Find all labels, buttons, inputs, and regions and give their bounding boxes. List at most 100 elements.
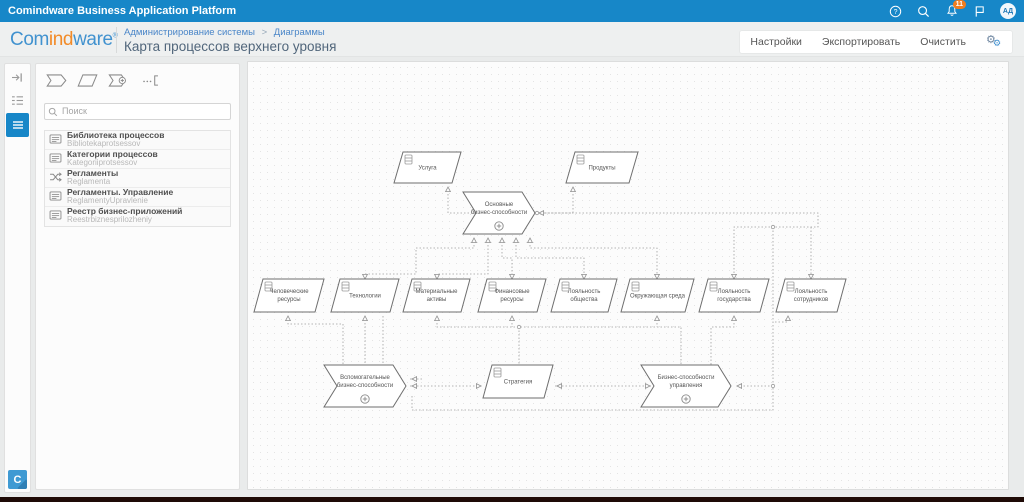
- connector-arrowhead: [526, 237, 534, 244]
- diagram-node-tekhnologii[interactable]: Технологии: [330, 278, 400, 313]
- diagram-node-strategiya[interactable]: Стратегия: [482, 364, 554, 399]
- connector-arrowhead: [444, 186, 452, 193]
- outline-list-icon[interactable]: [6, 90, 29, 110]
- connector-junction: [770, 383, 776, 389]
- table-icon: [49, 150, 62, 168]
- window-bottom-edge: [0, 497, 1024, 502]
- table-icon: [49, 207, 62, 225]
- svg-text:?: ?: [894, 8, 898, 15]
- page-header: Comindware® Администрирование системы > …: [0, 22, 1024, 57]
- notification-badge: 11: [952, 0, 966, 9]
- connector-arrowhead: [433, 315, 441, 322]
- comindware-c-logo[interactable]: C: [8, 470, 27, 489]
- search-input[interactable]: [44, 102, 231, 120]
- diagram-node-usluga[interactable]: Услуга: [393, 151, 462, 184]
- connector-arrowhead: [361, 315, 369, 322]
- breadcrumb: Администрирование системы > Диаграммы: [124, 27, 325, 38]
- parallelogram-shape-icon[interactable]: [77, 74, 98, 87]
- connector: [436, 316, 682, 365]
- node-label: Окружающая среда: [630, 294, 686, 300]
- menu-icon[interactable]: [6, 113, 29, 137]
- connector-arrowhead: [508, 273, 516, 280]
- connector-arrowhead: [498, 237, 506, 244]
- record-type-icon: [561, 281, 570, 292]
- list-item-title: Реестр бизнес-приложений: [67, 207, 183, 217]
- breadcrumb-link-admin[interactable]: Администрирование системы: [124, 27, 255, 38]
- breadcrumb-separator: >: [261, 27, 268, 38]
- help-icon[interactable]: ?: [888, 4, 903, 19]
- connector-arrowhead: [784, 315, 792, 322]
- connector-arrowhead: [644, 382, 651, 390]
- chevron-shape-icon[interactable]: [46, 74, 67, 87]
- diagram-node-okruzhayushchaya-sreda[interactable]: Окружающая среда: [620, 278, 695, 313]
- export-button[interactable]: Экспортировать: [821, 36, 901, 48]
- user-avatar[interactable]: АД: [1000, 3, 1016, 19]
- record-type-icon: [413, 281, 422, 292]
- settings-button[interactable]: Настройки: [750, 36, 802, 48]
- connector: [436, 238, 489, 279]
- connector: [287, 316, 344, 365]
- text-bracket-icon[interactable]: [142, 74, 160, 87]
- list-item-subtitle: ReglamentyUpravlenie: [67, 195, 148, 205]
- page-title: Карта процессов верхнего уровня: [124, 39, 337, 54]
- chevron-plus-shape-icon[interactable]: [108, 74, 132, 87]
- record-type-icon: [264, 281, 273, 292]
- collapse-right-icon[interactable]: [6, 67, 29, 87]
- connector: [364, 238, 475, 279]
- connector-arrowhead: [653, 273, 661, 280]
- connector-arrowhead: [556, 382, 563, 390]
- connector-arrowhead: [284, 315, 292, 322]
- node-label: Стратегия: [504, 380, 532, 386]
- node-label: Услуга: [418, 166, 437, 172]
- table-icon: [49, 131, 62, 149]
- record-type-icon: [493, 367, 502, 378]
- list-item-title: Библиотека процессов: [67, 130, 165, 140]
- list-item-title: Регламенты: [67, 168, 119, 178]
- clear-button[interactable]: Очистить: [920, 36, 966, 48]
- diagram-node-produkty[interactable]: Продукты: [565, 151, 639, 184]
- connector-arrowhead: [653, 315, 661, 322]
- record-type-icon: [576, 154, 585, 165]
- breadcrumb-link-diagrams[interactable]: Диаграммы: [273, 27, 325, 38]
- record-type-icon: [404, 154, 413, 165]
- connector: [710, 316, 735, 365]
- record-type-icon: [709, 281, 718, 292]
- flag-icon[interactable]: [972, 4, 987, 19]
- connector-arrowhead: [433, 273, 441, 280]
- comindware-logo[interactable]: Comindware®: [10, 29, 118, 50]
- bell-icon[interactable]: 11: [944, 0, 966, 19]
- connector: [447, 187, 474, 214]
- search-icon[interactable]: [916, 4, 931, 19]
- gears-icon[interactable]: ⚙⚙: [986, 34, 1002, 48]
- connector-arrowhead: [807, 273, 815, 280]
- connector: [529, 238, 658, 279]
- connector-arrowhead: [484, 237, 492, 244]
- connector-junction: [516, 324, 522, 330]
- list-item-title: Регламенты. Управление: [67, 187, 174, 197]
- top-app-bar: Comindware Business Application Platform…: [0, 0, 1024, 22]
- connector-arrowhead: [730, 315, 738, 322]
- connector-arrowhead: [730, 273, 738, 280]
- connector-junction: [770, 224, 776, 230]
